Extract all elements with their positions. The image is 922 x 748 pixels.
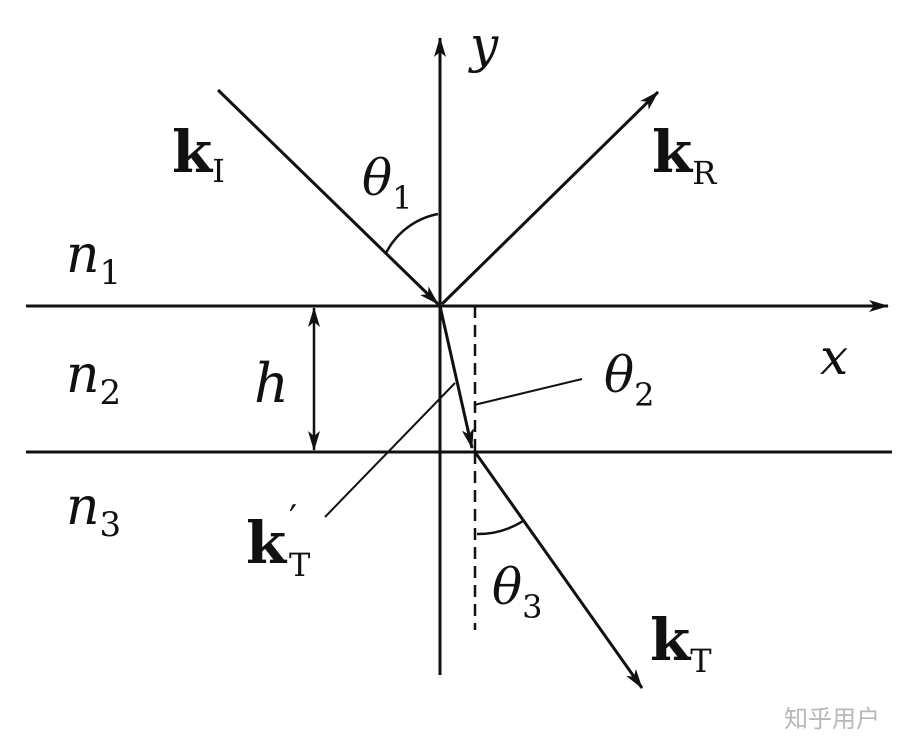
svg-text:′: ′ xyxy=(289,499,297,540)
kT-label: kT xyxy=(650,606,712,680)
kT-prime-leader-line xyxy=(324,382,456,518)
svg-text:T: T xyxy=(289,546,311,584)
incident-ray-kI xyxy=(216,88,440,306)
theta1-arc xyxy=(384,212,439,254)
y-axis-label: y xyxy=(468,16,499,74)
kI-label: kI xyxy=(172,118,225,190)
n1-label: n1 xyxy=(66,225,121,293)
h-label: h xyxy=(254,352,289,415)
n2-label: n2 xyxy=(66,345,121,413)
kT-prime-label: k ′ T xyxy=(246,499,311,584)
n3-label: n3 xyxy=(66,477,121,545)
theta1-label: θ1 xyxy=(362,149,412,217)
film-ray-kT-prime xyxy=(438,305,474,449)
watermark-text: 知乎用户 xyxy=(784,705,880,733)
theta3-arc xyxy=(476,519,524,536)
x-axis-label: x xyxy=(820,328,848,386)
reflected-ray-kR xyxy=(440,90,660,306)
kR-label: kR xyxy=(652,118,717,192)
theta2-label: θ2 xyxy=(604,346,654,414)
transmitted-ray-kT xyxy=(473,451,644,689)
theta2-leader-line xyxy=(473,378,583,406)
theta3-label: θ3 xyxy=(492,558,542,626)
svg-text:k: k xyxy=(246,509,288,577)
